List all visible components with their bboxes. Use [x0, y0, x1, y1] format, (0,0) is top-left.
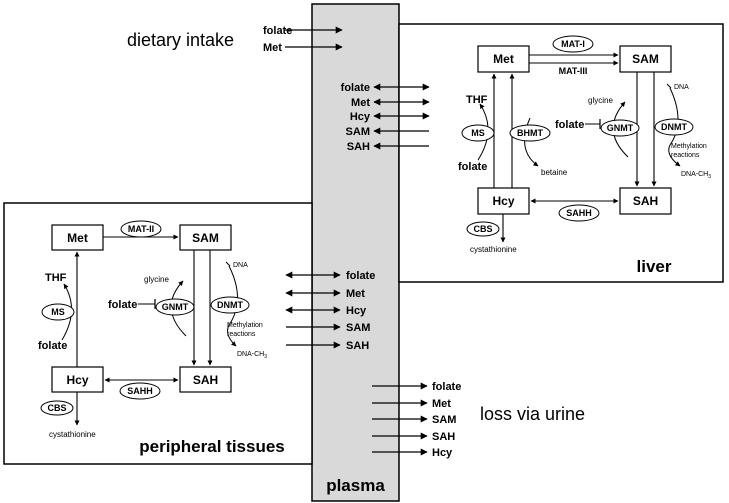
peripheral-hcy-label: Hcy — [66, 373, 88, 387]
plasma-column — [311, 3, 400, 502]
liver-glycine-label: glycine — [588, 96, 613, 105]
liver-dnmt-label: DNMT — [661, 122, 687, 132]
liver-dna-ch3-sub: 3 — [708, 174, 711, 180]
urine-item-hcy: Hcy — [432, 447, 453, 459]
peripheral-ms-ellipse — [41, 303, 75, 321]
peripheral-dna-label: DNA — [233, 262, 248, 269]
exchange-liver-met: Met — [351, 97, 370, 109]
peripheral-panel — [3, 202, 313, 465]
urine-item-sah: SAH — [432, 431, 455, 443]
peripheral-cbs-ellipse — [40, 400, 74, 416]
liver-dnmt-ellipse — [654, 118, 694, 136]
peripheral-met-label: Met — [67, 231, 88, 245]
liver-sam-box — [619, 45, 672, 73]
peripheral-gnmt-label: GNMT — [162, 302, 189, 312]
liver-hcy-box — [477, 187, 530, 215]
peripheral-mat2-label: MAT-II — [128, 224, 154, 234]
peripheral-cbs-label: CBS — [47, 403, 66, 413]
exchange-liver-sah: SAH — [347, 141, 370, 153]
liver-cbs-label: CBS — [473, 224, 492, 234]
exchange-liver-folate: folate — [341, 82, 370, 94]
liver-title: liver — [637, 257, 672, 276]
peripheral-cystathionine-label: cystathionine — [49, 430, 96, 439]
peripheral-sahh-label: SAHH — [127, 386, 153, 396]
exchange-peri-hcy: Hcy — [346, 305, 367, 317]
peripheral-dnmt-label: DNMT — [217, 300, 243, 310]
peripheral-exchange: folate Met Hcy SAM SAH — [285, 270, 375, 352]
liver-methylation-label-2: reactions — [671, 152, 700, 159]
exchange-liver-sam: SAM — [346, 126, 370, 138]
peripheral-dna-curve — [227, 265, 238, 347]
liver-dna-ch3-text: DNA-CH — [681, 171, 708, 178]
liver-cbs-ellipse — [466, 221, 500, 237]
peripheral-folate-ms-label: folate — [38, 340, 67, 352]
liver-betaine-curve — [524, 117, 539, 167]
exchange-peri-folate: folate — [346, 270, 375, 282]
plasma-title: plasma — [326, 476, 385, 495]
liver-sah-box — [619, 187, 672, 215]
liver-folate-gnmt-label: folate — [555, 119, 584, 131]
liver-dna-label: DNA — [674, 84, 689, 91]
liver-ms-ellipse — [461, 124, 495, 142]
peripheral-methylation-label-2: reactions — [227, 331, 256, 338]
liver-betaine-label: betaine — [541, 168, 568, 177]
peripheral-dna-ch3-text: DNA-CH — [237, 351, 264, 358]
liver-methylation-label-1: Methylation — [671, 143, 707, 150]
dietary-item-met: Met — [263, 42, 282, 54]
liver-gnmt-label: GNMT — [607, 123, 634, 133]
liver-dna-curve — [668, 87, 681, 167]
peripheral-dna-tick — [225, 261, 231, 267]
peripheral-folate-gnmt-label: folate — [108, 299, 137, 311]
peripheral-sah-box — [179, 366, 232, 393]
liver-sahh-label: SAHH — [566, 208, 592, 218]
liver-folate-ms-label: folate — [458, 161, 487, 173]
peripheral-ms-label: MS — [51, 307, 65, 317]
liver-mat1-ellipse — [552, 35, 594, 53]
urine-item-folate: folate — [432, 381, 461, 393]
peripheral-dnmt-ellipse — [210, 296, 250, 314]
liver-hcy-label: Hcy — [492, 194, 514, 208]
liver-gnmt-ellipse — [600, 119, 640, 137]
exchange-peri-sah: SAH — [346, 340, 369, 352]
exchange-peri-met: Met — [346, 288, 365, 300]
liver-thf-label: THF — [466, 94, 488, 106]
peripheral-sam-label: SAM — [192, 231, 219, 245]
liver-exchange: folate Met Hcy SAM SAH — [341, 82, 430, 153]
peripheral-mat2-ellipse — [120, 220, 162, 238]
peripheral-thf-label: THF — [45, 272, 67, 284]
urine-item-met: Met — [432, 398, 451, 410]
exchange-liver-hcy: Hcy — [350, 111, 371, 123]
liver-ms-label: MS — [471, 128, 485, 138]
liver-mat3-label: MAT-III — [559, 66, 588, 76]
dietary-caption: dietary intake — [127, 30, 234, 50]
peripheral-glycine-label: glycine — [144, 275, 169, 284]
peripheral-sah-label: SAH — [193, 373, 218, 387]
liver-sah-label: SAH — [633, 194, 658, 208]
peripheral-pathway: Met SAM Hcy SAH MAT-II THF MS folate gly… — [38, 220, 285, 456]
liver-dna-ch3-label: DNA-CH3 — [681, 171, 711, 180]
peripheral-dna-ch3-label: DNA-CH3 — [237, 351, 267, 360]
dietary-item-folate: folate — [263, 25, 292, 37]
liver-sam-label: SAM — [632, 52, 659, 66]
liver-bhmt-ellipse — [509, 124, 551, 142]
liver-met-box — [477, 45, 530, 73]
peripheral-sahh-ellipse — [119, 382, 161, 400]
liver-met-label: Met — [493, 52, 514, 66]
peripheral-gnmt-ellipse — [155, 298, 195, 316]
liver-sahh-ellipse — [558, 204, 600, 222]
peripheral-title: peripheral tissues — [139, 437, 285, 456]
peripheral-sam-box — [179, 224, 232, 251]
liver-pathway: Met SAM Hcy SAH MAT-I MAT-III THF MS fol… — [458, 35, 711, 276]
peripheral-methylation-label-1: Methylation — [227, 322, 263, 329]
liver-bhmt-label: BHMT — [517, 128, 543, 138]
peripheral-dna-ch3-sub: 3 — [264, 354, 267, 360]
liver-cystathionine-label: cystathionine — [470, 245, 517, 254]
liver-dna-tick — [666, 83, 672, 89]
liver-mat1-label: MAT-I — [561, 39, 585, 49]
urine-caption: loss via urine — [480, 404, 585, 424]
urine-item-sam: SAM — [432, 414, 456, 426]
exchange-peri-sam: SAM — [346, 322, 370, 334]
urine-loss: folate Met SAM SAH Hcy loss via urine — [372, 381, 585, 459]
